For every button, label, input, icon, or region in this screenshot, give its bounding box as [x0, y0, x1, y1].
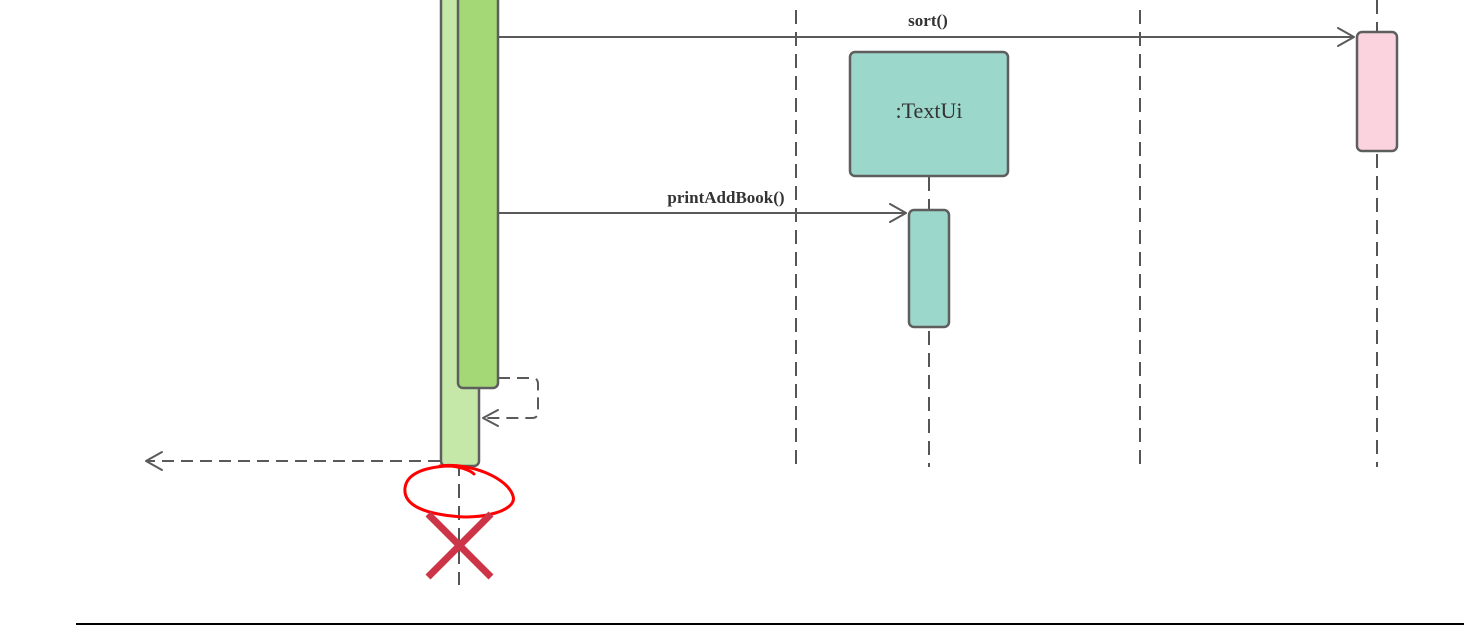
- textui-activation-bar: [907, 208, 951, 329]
- message-sort-arrowhead: [1337, 27, 1355, 47]
- message-printaddbook-arrowhead: [889, 203, 907, 223]
- destroy-x-icon: [425, 511, 494, 580]
- self-return-line: [484, 377, 539, 419]
- participant-textui: :TextUi: [848, 50, 1010, 178]
- right-activation-bar: [1355, 30, 1399, 153]
- return-to-caller-arrowhead: [145, 451, 163, 471]
- participant-textui-label: :TextUi: [896, 98, 963, 123]
- activation-bar-inner: [456, 0, 500, 390]
- message-printaddbook-label: printAddBook(): [667, 188, 784, 207]
- participant-textui-box: [848, 50, 1010, 178]
- message-sort-label: sort(): [908, 11, 948, 30]
- self-return-arrowhead: [482, 409, 499, 427]
